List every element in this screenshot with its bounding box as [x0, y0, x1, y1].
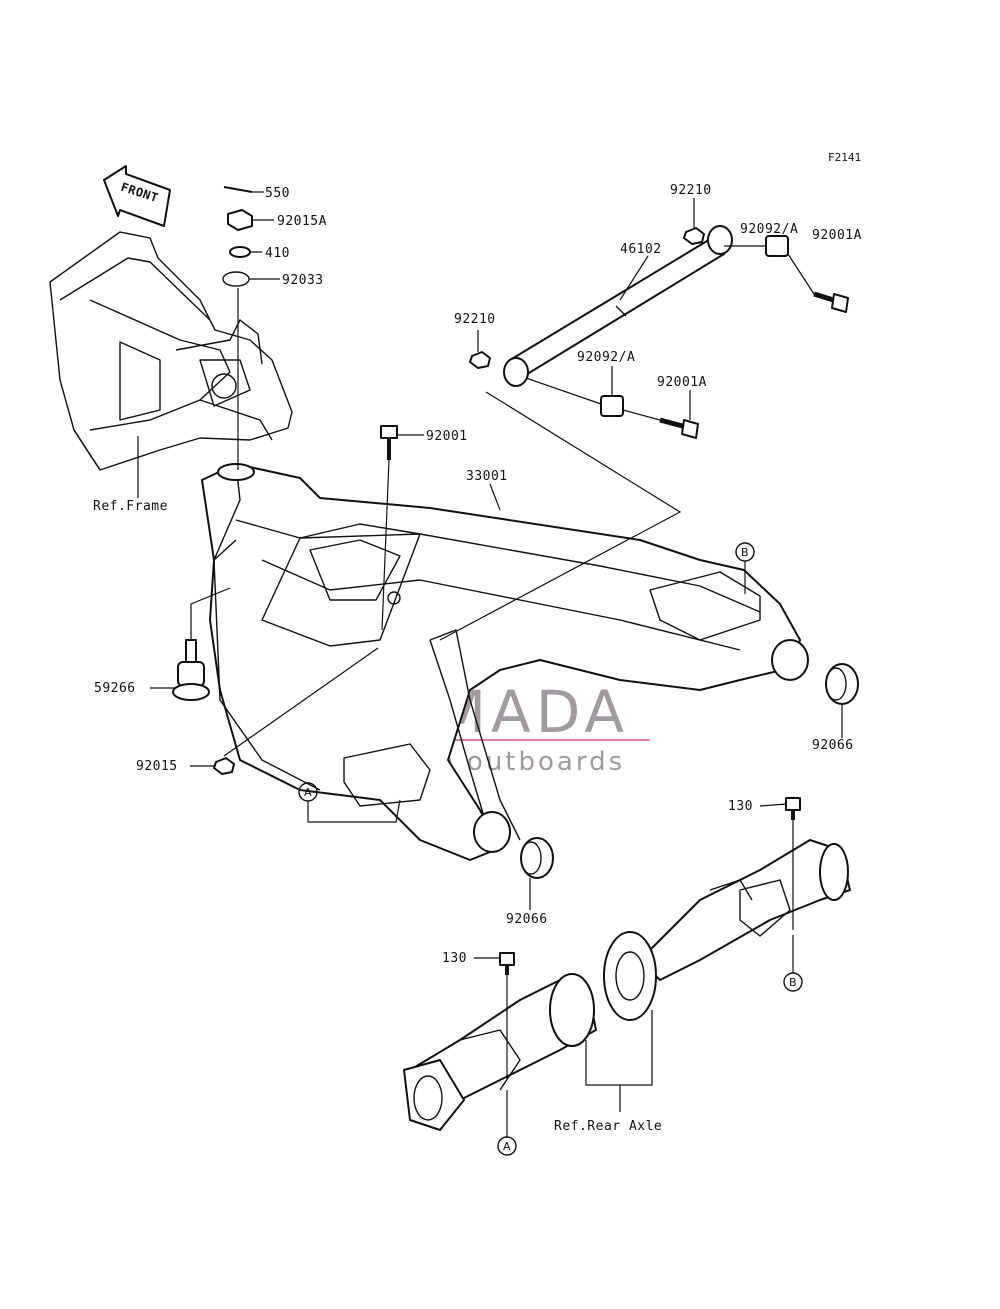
front-arrow-icon: FRONT [103, 165, 171, 227]
bolt-130-right-icon [785, 797, 801, 820]
label-92210-top: 92210 [670, 183, 712, 198]
label-550: 550 [265, 186, 290, 201]
cotter-pin-550-icon [223, 186, 253, 193]
label-92001A-mid: 92001A [657, 375, 707, 390]
bolt-130-left-icon [499, 952, 515, 975]
marker-B-bottom: B [783, 972, 803, 992]
nut-92015-icon [213, 757, 235, 775]
label-59266: 59266 [94, 681, 136, 696]
label-92210-left: 92210 [454, 312, 496, 327]
marker-B-top: B [735, 542, 755, 562]
circlip-92033-icon [222, 271, 250, 287]
svg-text:A: A [304, 786, 312, 799]
swingarm-frame [201, 463, 809, 861]
label-410: 410 [265, 246, 290, 261]
bushing-92092A-top-icon [765, 235, 789, 257]
bushing-92092A-mid-icon [600, 395, 624, 417]
bolt-92001A-mid-icon [659, 417, 699, 439]
label-46102: 46102 [620, 242, 662, 257]
svg-text:B: B [789, 976, 797, 989]
nut-92210-left-icon [469, 351, 491, 369]
pivot-stud-59266-icon [172, 639, 210, 701]
label-92001: 92001 [426, 429, 468, 444]
end-cap-92066-right-icon [825, 663, 859, 705]
castle-nut-92015A-icon [227, 209, 253, 231]
label-92033: 92033 [282, 273, 324, 288]
svg-text:B: B [741, 546, 749, 559]
tie-rod-46102 [503, 225, 733, 387]
label-92066-bottom: 92066 [506, 912, 548, 927]
axle-hub-flange [603, 931, 657, 1021]
label-92015A: 92015A [277, 214, 327, 229]
rear-axle-housing-left [403, 973, 597, 1131]
label-ref-frame: Ref.Frame [93, 499, 168, 514]
svg-text:A: A [503, 1140, 511, 1153]
label-92066-right: 92066 [812, 738, 854, 753]
bolt-92001A-top-icon [813, 291, 849, 313]
rear-axle-housing-right [639, 839, 851, 981]
bolt-92001-icon [380, 425, 398, 460]
label-130-left: 130 [442, 951, 467, 966]
label-92015: 92015 [136, 759, 178, 774]
nut-92210-top-icon [683, 227, 705, 245]
end-cap-92066-bottom-icon [520, 837, 554, 879]
reference-frame-drawing [49, 231, 293, 471]
label-92001A-top: 92001A [812, 228, 862, 243]
label-ref-rear-axle: Ref.Rear Axle [554, 1119, 662, 1134]
label-33001: 33001 [466, 469, 508, 484]
washer-410-icon [229, 246, 251, 258]
marker-A-bottom: A [497, 1136, 517, 1156]
figure-code: F2141 [828, 151, 861, 164]
label-130-right: 130 [728, 799, 753, 814]
label-92092A-top: 92092/A [740, 222, 798, 237]
label-92092A-mid: 92092/A [577, 350, 635, 365]
